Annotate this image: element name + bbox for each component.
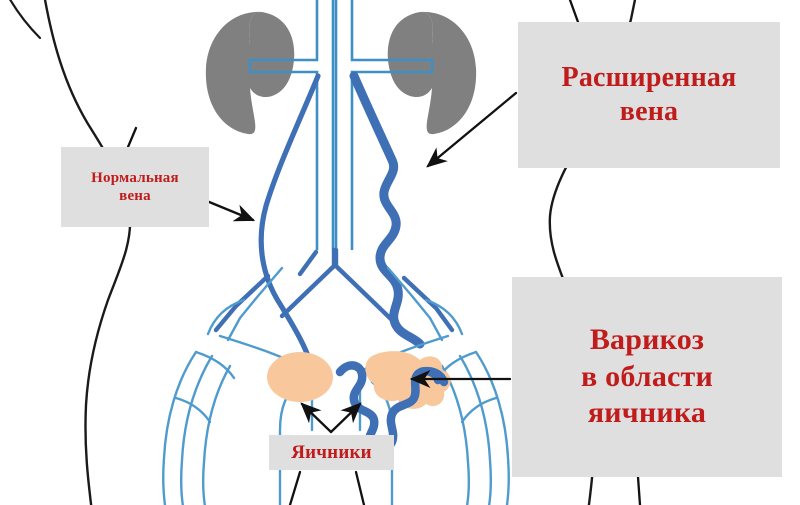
label-ovarian-varicose: Варикоз в области яичника xyxy=(512,277,782,477)
leader-dilated-vein xyxy=(426,91,518,168)
dilated-ovarian-vein xyxy=(349,71,425,349)
leader-lines xyxy=(126,0,642,505)
uterus-and-leg-vessels xyxy=(161,334,511,505)
leader-ovaries-stem-left xyxy=(288,470,302,505)
great-vessels xyxy=(248,0,434,250)
label-dilated-vein-line-1: Расширенная xyxy=(561,61,737,93)
body-outline-accent xyxy=(9,0,42,40)
label-normal-vein-line-2: вена xyxy=(119,188,151,204)
label-ovarian-varicose-line-2: в области xyxy=(581,359,713,393)
ovary-right xyxy=(365,351,451,409)
label-dilated-vein: Расширенная вена xyxy=(518,22,780,168)
kidney-right xyxy=(387,11,477,135)
leader-normal-vein-stem xyxy=(126,126,138,149)
label-ovarian-varicose-line-1: Варикоз xyxy=(589,323,705,357)
label-ovaries: Яичники xyxy=(269,435,394,470)
pelvic-vessels xyxy=(213,247,455,333)
ovary-left xyxy=(267,352,333,402)
leader-ovarian-varicose-stem xyxy=(636,475,642,505)
label-ovarian-varicose-line-3: яичника xyxy=(587,396,707,430)
kidney-left xyxy=(205,11,295,135)
label-normal-vein-line-1: Нормальная xyxy=(91,169,179,186)
normal-ovarian-vein xyxy=(258,73,321,365)
pelvic-vessels-thin xyxy=(206,266,464,342)
label-normal-vein: Нормальная вена xyxy=(61,147,209,227)
leader-ovary-right xyxy=(329,402,362,434)
leader-dilated-vein-stem xyxy=(568,0,580,24)
leader-ovary-left xyxy=(300,402,333,434)
leader-ovaries-stem-right xyxy=(354,470,366,505)
label-dilated-vein-line-2: вена xyxy=(619,96,679,127)
label-ovaries-line-1: Яичники xyxy=(291,441,372,463)
